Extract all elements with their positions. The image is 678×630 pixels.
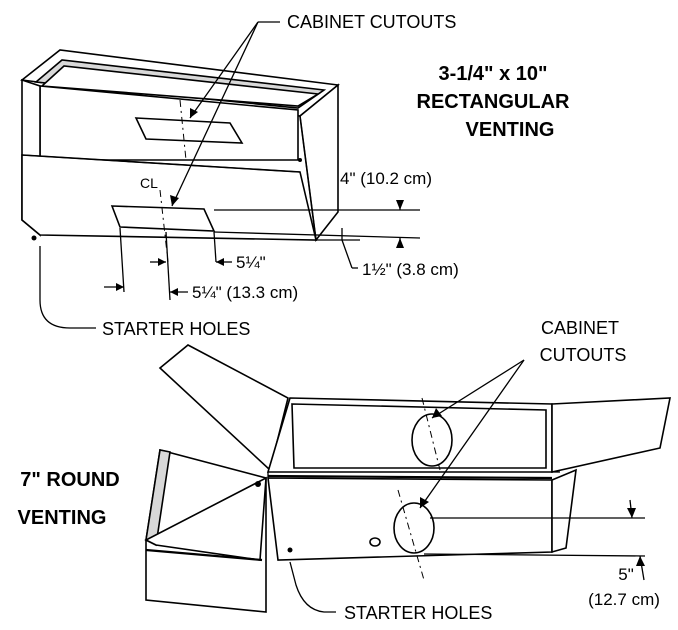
centerline-mark: CL <box>140 175 158 191</box>
rect-title-line2: RECTANGULAR <box>417 91 571 113</box>
cabinet-cutouts-label-top: CABINET CUTOUTS <box>287 12 456 32</box>
starter-holes-label-top: STARTER HOLES <box>102 319 250 339</box>
dim-5in-label-line2: (12.7 cm) <box>588 590 660 609</box>
round-cabinet-drawing <box>144 344 671 613</box>
dim-5in-label-line1: 5" <box>618 565 634 584</box>
rect-title-line1: 3-1/4" x 10" <box>438 63 547 85</box>
cabinet-cutouts-label-bottom-line2: CUTOUTS <box>540 345 627 365</box>
cabinet-cutouts-label-bottom-line1: CABINET <box>541 318 619 338</box>
dim-5quarter-a-label: 5¼" <box>236 253 266 272</box>
upper-round-cutout <box>411 413 453 467</box>
starter-hole-dot <box>31 235 37 241</box>
dim-4in-label: 4" (10.2 cm) <box>340 169 432 188</box>
starter-hole <box>369 537 381 547</box>
rect-title-line3: VENTING <box>466 119 555 141</box>
dim-1half-label: 1½" (3.8 cm) <box>362 260 459 279</box>
dim-5quarter-b-label: 5¼" (13.3 cm) <box>192 283 298 302</box>
round-title-line2: VENTING <box>18 507 107 529</box>
round-title-line1: 7" ROUND <box>20 469 120 491</box>
starter-hole-dot <box>287 547 293 553</box>
starter-hole-dot <box>298 158 302 162</box>
upper-rect-cutout <box>134 117 244 144</box>
rectangular-cabinet-drawing <box>20 21 421 329</box>
starter-holes-label-bottom: STARTER HOLES <box>344 603 492 623</box>
lower-round-cutout <box>393 502 435 554</box>
starter-hole-dot <box>255 481 261 487</box>
